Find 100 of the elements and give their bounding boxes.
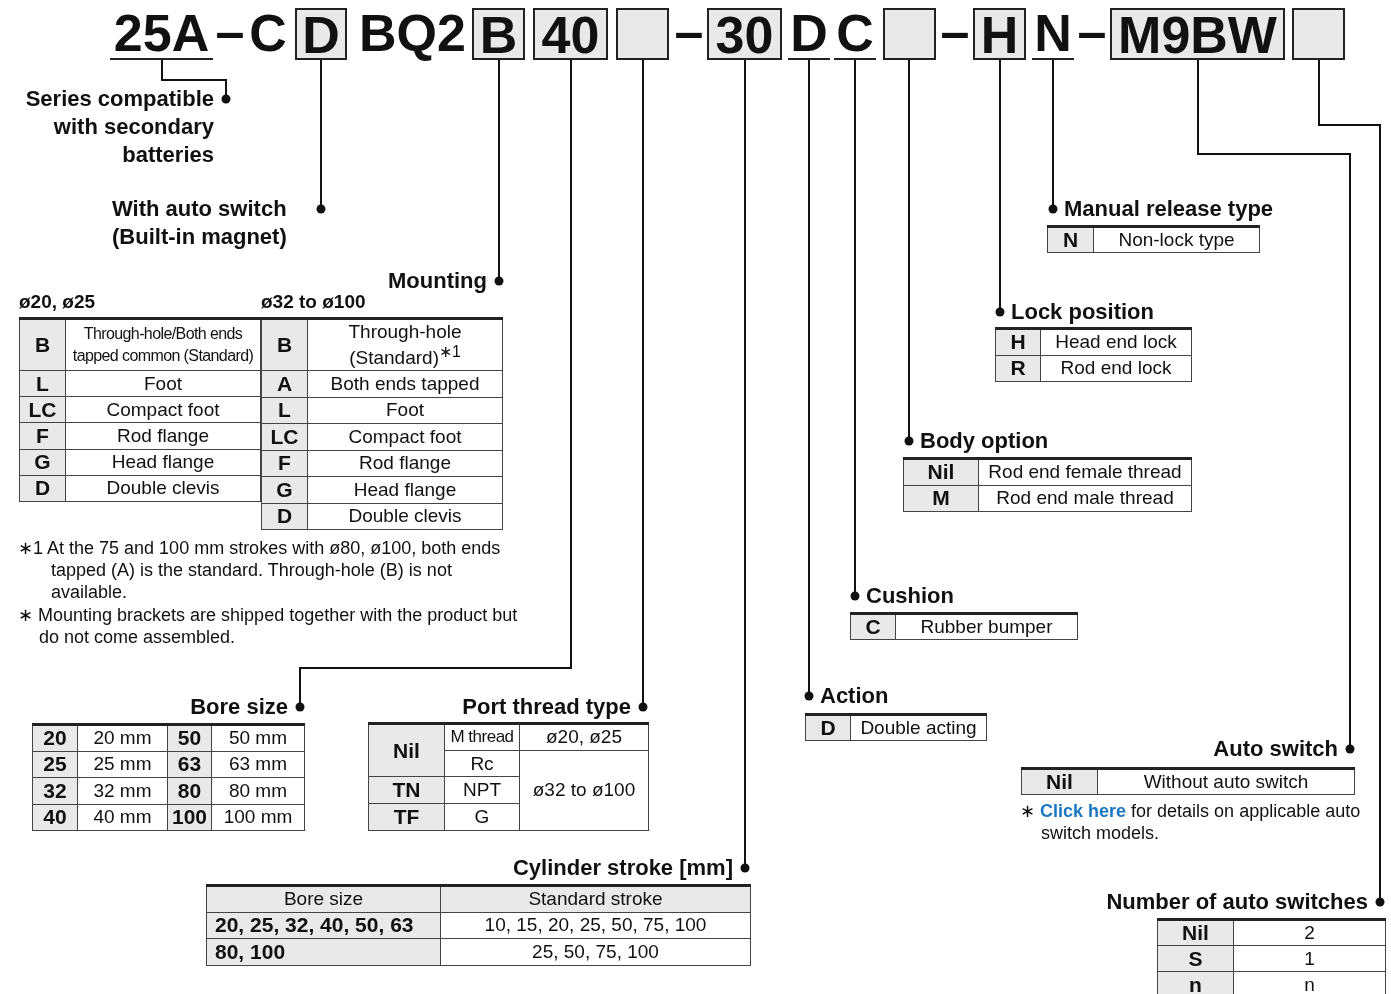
- leader-line: [494, 59, 504, 286]
- description-cell: M thread: [444, 723, 520, 751]
- description-cell: 50 mm: [211, 724, 305, 751]
- description-cell: Head flange: [307, 476, 503, 503]
- leader-line: [316, 59, 326, 214]
- description-cell: 25, 50, 75, 100: [440, 938, 751, 965]
- section-heading: Action: [809, 682, 919, 710]
- section-heading: Lock position: [1000, 298, 1190, 326]
- leader-line: [1318, 59, 1385, 907]
- code-cell: 25: [32, 751, 78, 778]
- description-cell: ø32 to ø100: [519, 750, 649, 831]
- code-cell: M: [903, 485, 979, 512]
- description-cell: Foot: [307, 397, 503, 424]
- empty-code-box: [1292, 8, 1345, 60]
- section-heading: Cushion: [855, 582, 985, 610]
- leader-line: [1197, 59, 1355, 754]
- code-cell: 20: [32, 724, 78, 751]
- dash: –: [939, 6, 971, 56]
- section-heading: Series compatible with secondary batteries: [0, 85, 226, 175]
- code-cell: n: [1157, 971, 1234, 994]
- code-letter: N: [1032, 8, 1074, 60]
- code-cell: G: [261, 476, 308, 503]
- code-letter: C: [834, 8, 876, 60]
- code-cell: 50: [167, 724, 212, 751]
- leader-line: [904, 59, 914, 446]
- leader-line: [740, 59, 750, 873]
- description-cell: Rc: [444, 750, 520, 777]
- section-heading: With auto switch (Built-in magnet): [112, 195, 321, 253]
- leader-line: [161, 59, 231, 104]
- code-cell: 80, 100: [206, 938, 441, 965]
- description-cell: 100 mm: [211, 804, 305, 831]
- link: Click here: [1040, 801, 1127, 821]
- subheading: ø20, ø25: [19, 291, 97, 313]
- code-cell: F: [19, 422, 66, 450]
- description-cell: 20 mm: [77, 724, 168, 751]
- description-cell: 40 mm: [77, 804, 168, 831]
- code-cell: D: [261, 503, 308, 530]
- footnote: ∗ Mounting brackets are shipped together with the product but do not come assembled.: [18, 604, 519, 648]
- description-cell: Foot: [65, 370, 261, 397]
- description-cell: Compact foot: [307, 423, 503, 450]
- description-cell: Both ends tapped: [307, 370, 503, 397]
- leader-line: [1048, 59, 1058, 214]
- code-cell: G: [19, 449, 66, 476]
- section-heading: Manual release type: [1053, 195, 1313, 223]
- section-heading: Port thread type: [420, 693, 643, 721]
- code-cell: R: [995, 355, 1041, 382]
- code-cell: D: [19, 475, 66, 502]
- code-box: M9BW: [1110, 8, 1285, 60]
- code-cell: 40: [32, 804, 78, 831]
- code-cell: 20, 25, 32, 40, 50, 63: [206, 912, 441, 939]
- description-cell: Rod end female thread: [978, 458, 1192, 485]
- description-cell: Without auto switch: [1097, 768, 1355, 795]
- description-cell: Non-lock type: [1093, 226, 1260, 253]
- description-cell: Rubber bumper: [895, 613, 1078, 640]
- code-cell: 32: [32, 777, 78, 804]
- code-letter: BQ2: [358, 8, 467, 60]
- code-cell: A: [261, 370, 308, 397]
- code-cell: L: [261, 397, 308, 424]
- code-cell: N: [1047, 226, 1094, 253]
- description-cell: 32 mm: [77, 777, 168, 804]
- description-cell: ø20, ø25: [519, 723, 649, 751]
- code-cell: S: [1157, 945, 1234, 972]
- description-cell: Through-hole (Standard)$^{∗1}$: [307, 318, 503, 371]
- footnote: ∗1 At the 75 and 100 mm strokes with ø80, ø100, both ends tapped (A) is the standard. Through-hole (B) is not available.: [18, 537, 502, 603]
- description-cell: Compact foot: [65, 396, 261, 423]
- description-cell: Head flange: [65, 449, 261, 476]
- code-box: 40: [533, 8, 608, 60]
- code-cell: D: [805, 714, 851, 741]
- code-box: H: [973, 8, 1026, 60]
- code-cell: B: [19, 318, 66, 371]
- leader-line: [638, 59, 648, 712]
- header-cell: Standard stroke: [440, 885, 751, 912]
- description-cell: Rod end lock: [1040, 355, 1192, 382]
- description-cell: 63 mm: [211, 751, 305, 778]
- section-heading: Cylinder stroke [mm]: [470, 854, 745, 882]
- code-cell: F: [261, 450, 308, 477]
- description-cell: 80 mm: [211, 777, 305, 804]
- dash: –: [1076, 6, 1108, 56]
- code-cell: TF: [368, 803, 445, 831]
- footnote: ∗ Click here for details on applicable auto switch models.: [1020, 800, 1362, 844]
- code-box: 30: [707, 8, 782, 60]
- section-heading: Auto switch: [1180, 735, 1350, 763]
- description-cell: Head end lock: [1040, 328, 1192, 355]
- code-box: B: [472, 8, 525, 60]
- description-cell: 2: [1233, 919, 1386, 946]
- code-cell: Nil: [1157, 919, 1234, 946]
- description-cell: Through-hole/Both ends tapped common (Standard): [65, 318, 261, 371]
- dash: –: [214, 6, 246, 56]
- description-cell: 1: [1233, 945, 1386, 972]
- description-cell: Double acting: [850, 714, 987, 741]
- section-heading: Number of auto switches: [1060, 888, 1380, 916]
- leader-line: [804, 59, 814, 701]
- section-heading: Body option: [909, 427, 1079, 455]
- leader-line: [850, 59, 860, 601]
- code-cell: C: [850, 613, 896, 640]
- leader-line: [995, 59, 1005, 317]
- dash: –: [673, 6, 705, 56]
- description-cell: Rod flange: [65, 422, 261, 450]
- section-heading: Bore size: [160, 693, 300, 721]
- code-cell: Nil: [903, 458, 979, 485]
